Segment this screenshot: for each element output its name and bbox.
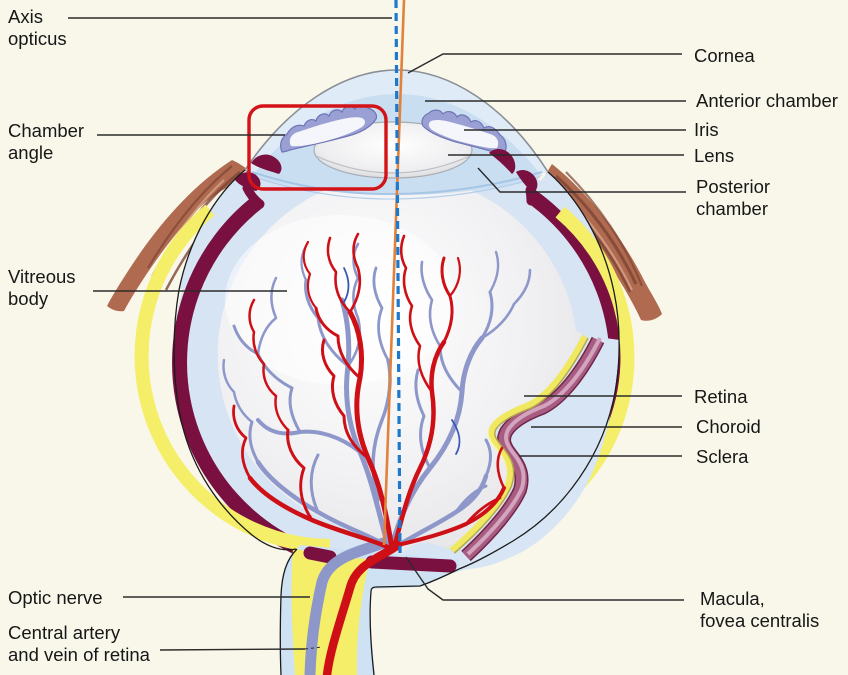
chamber-angle-highlight-box bbox=[247, 104, 388, 191]
iris-shape bbox=[280, 104, 507, 155]
label-optic-nerve: Optic nerve bbox=[8, 587, 103, 608]
label-retina: Retina bbox=[694, 386, 748, 407]
label-macula-fovea: Macula,fovea centralis bbox=[700, 588, 820, 631]
label-lens: Lens bbox=[694, 145, 735, 166]
label-anterior-chamber: Anterior chamber bbox=[696, 90, 838, 111]
leader-lines bbox=[68, 17, 686, 651]
retinal-vessels bbox=[222, 232, 532, 675]
optical-axis-line bbox=[394, 0, 402, 554]
light-ray-line bbox=[382, 0, 406, 546]
label-choroid: Choroid bbox=[696, 416, 761, 437]
label-cornea: Cornea bbox=[694, 45, 755, 66]
lens-shape bbox=[313, 121, 473, 179]
label-iris: Iris bbox=[694, 119, 719, 140]
label-sclera: Sclera bbox=[696, 446, 749, 467]
